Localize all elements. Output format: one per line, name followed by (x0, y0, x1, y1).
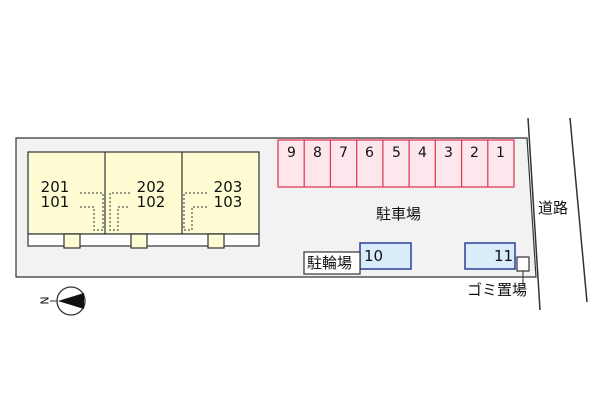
stair-outlines (80, 192, 207, 231)
parking-space-2: 2 (470, 145, 479, 161)
bicycle-parking-label-box (303, 251, 361, 275)
unit-101-label: 101 (40, 193, 70, 211)
garbage-bin-icon (516, 256, 530, 272)
parking-space-7: 7 (339, 145, 348, 161)
compass-icon (50, 286, 86, 316)
parking-row (277, 139, 515, 188)
unit-201-label: 201 (40, 178, 70, 196)
parking-space-6: 6 (365, 145, 374, 161)
unit-103-label: 103 (213, 193, 243, 211)
parking-space-1: 1 (496, 145, 505, 161)
road-edge-right (569, 117, 588, 303)
building-block (27, 151, 260, 235)
road-label: 道路 (538, 199, 569, 217)
parking-space-5: 5 (392, 145, 401, 161)
unit-203-label: 203 (213, 178, 243, 196)
unit-202-label: 202 (136, 178, 166, 196)
parking-space-4: 4 (418, 145, 427, 161)
space-11 (464, 242, 516, 270)
parking-lot-label: 駐車場 (376, 205, 422, 223)
parking-space-8: 8 (313, 145, 322, 161)
unit-102-label: 102 (136, 193, 166, 211)
compass-north-label: N (38, 296, 52, 305)
garbage-area-label: ゴミ置場 (467, 281, 528, 299)
bicycle-parking-label: 駐輪場 (307, 254, 353, 272)
road-edge-left (527, 117, 541, 311)
parking-space-3: 3 (444, 145, 453, 161)
building-entrances (27, 233, 260, 249)
space-10-number: 10 (364, 247, 384, 265)
parking-space-9: 9 (287, 145, 296, 161)
space-11-number: 11 (494, 247, 514, 265)
